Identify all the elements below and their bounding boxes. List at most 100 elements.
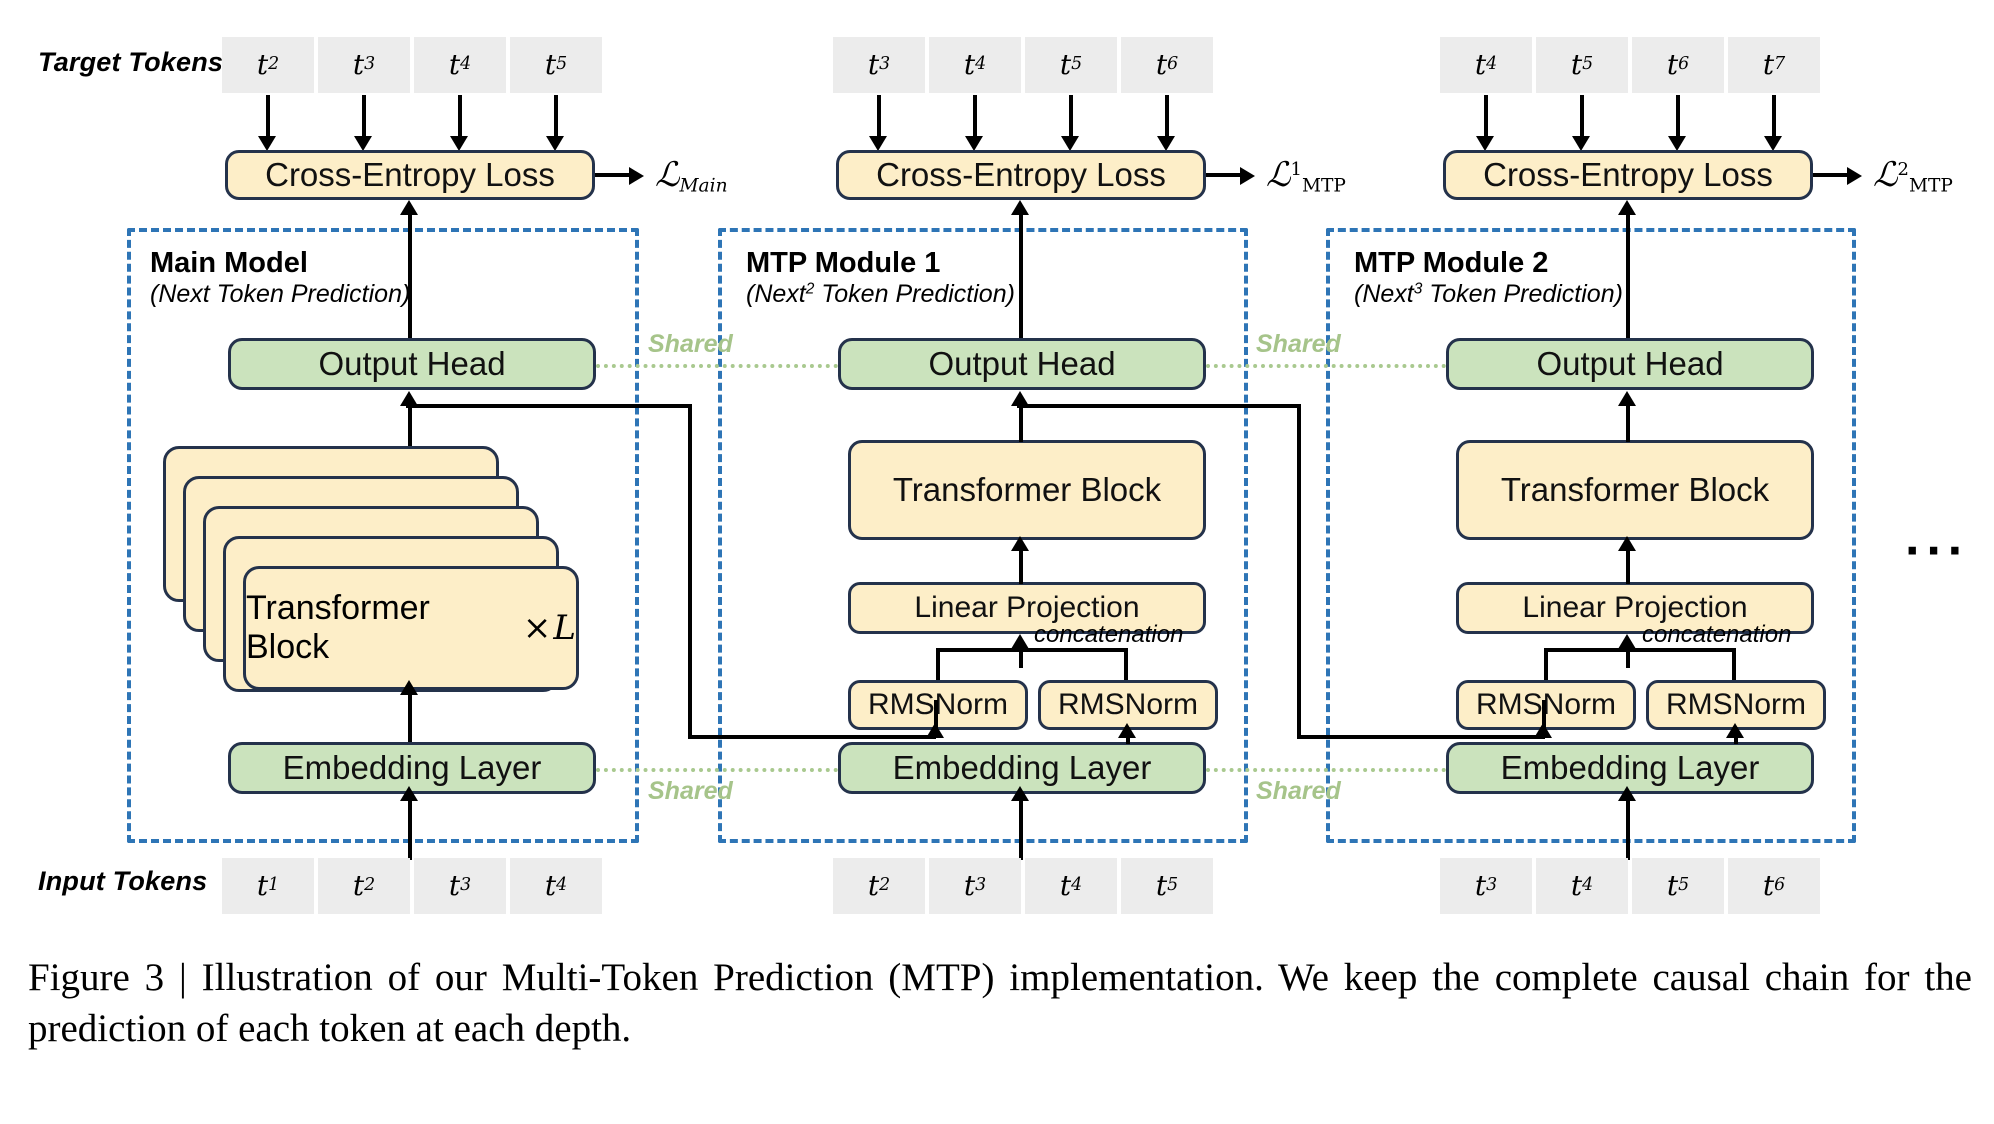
concat-bar-line — [936, 648, 1128, 652]
shared-link-output-head-2 — [1206, 364, 1446, 368]
outputhead-to-loss-head — [1011, 200, 1029, 215]
module-subtitle: (Next2 Token Prediction) — [746, 280, 1015, 309]
target-arrow-line — [458, 95, 462, 138]
cross-entropy-loss-main[interactable]: Cross-Entropy Loss — [225, 150, 595, 200]
target-arrow-line — [1069, 95, 1073, 138]
transformer-stack-main: Transformer Block × L — [163, 446, 583, 692]
input-to-embedding-head — [400, 786, 418, 801]
target-arrow-line — [266, 95, 270, 138]
loss-label-mtp2: ℒ2MTP — [1873, 155, 1953, 197]
target-arrow-line — [1484, 95, 1488, 138]
target-tokens-row-label: Target Tokens — [38, 47, 224, 77]
output-head-main[interactable]: Output Head — [228, 338, 596, 390]
loss-arrow-line — [1206, 173, 1242, 177]
linear-projection-mtp1[interactable]: Linear Projection — [848, 582, 1206, 634]
loss-label-mtp1: ℒ1MTP — [1266, 155, 1346, 197]
target-arrow-head — [450, 136, 468, 151]
route-main-top-horizontal — [406, 404, 692, 408]
frame-mtp-module-1 — [718, 228, 1248, 843]
frame-mtp-module-2 — [1326, 228, 1856, 843]
target-arrow-head — [354, 136, 372, 151]
stack-to-outputhead-line — [408, 406, 412, 446]
shared-label-output-head-1: Shared — [648, 330, 733, 358]
route-mtp1-top-horizontal — [1017, 404, 1301, 408]
target-arrow-head — [1061, 136, 1079, 151]
transformer-block-label: Transformer Block — [246, 589, 430, 666]
target-arrow-line — [362, 95, 366, 138]
concat-bar-line — [1544, 648, 1736, 652]
shared-link-embedding-1 — [596, 768, 838, 772]
loss-arrow-line — [1813, 173, 1849, 177]
transformer-to-outputhead-head — [1011, 391, 1029, 406]
input-to-embedding-head — [1618, 786, 1636, 801]
loss-label-main: ℒMain — [655, 155, 728, 197]
outputhead-to-loss-head — [1618, 200, 1636, 215]
target-arrow-head — [1476, 136, 1494, 151]
shared-label-embedding-2: Shared — [1256, 777, 1341, 805]
stack-to-outputhead-head — [400, 391, 418, 406]
target-arrow-line — [1580, 95, 1584, 138]
embedding-to-rmsnorm-line — [1734, 736, 1738, 744]
target-arrow-head — [1572, 136, 1590, 151]
transformer-block-mtp1[interactable]: Transformer Block — [848, 440, 1206, 540]
transformer-to-outputhead-line — [1626, 406, 1630, 442]
loss-arrow-line — [595, 173, 631, 177]
embedding-to-stack-head — [400, 680, 418, 695]
linearproj-to-transformer-line — [1626, 550, 1630, 584]
transformer-block-mtp2[interactable]: Transformer Block — [1456, 440, 1814, 540]
route-main-vertical — [688, 404, 692, 739]
route-main-bottom-horizontal — [688, 735, 936, 739]
target-arrow-head — [869, 136, 887, 151]
target-arrow-line — [554, 95, 558, 138]
concat-branch-left — [1544, 648, 1548, 680]
frame-main-model — [127, 228, 639, 843]
rmsnorm-left-mtp2[interactable]: RMSNorm — [1456, 680, 1636, 730]
concat-branch-right — [1732, 648, 1736, 680]
target-arrow-line — [1772, 95, 1776, 138]
module-title: Main Model — [150, 247, 308, 279]
route-mtp1-arrowhead — [1534, 723, 1552, 738]
target-arrow-line — [1676, 95, 1680, 138]
concat-stem-head — [1618, 634, 1636, 649]
concatenation-label-mtp2: concatenation — [1642, 621, 1792, 648]
module-subtitle: (Next3 Token Prediction) — [1354, 280, 1623, 309]
cross-entropy-loss-mtp1[interactable]: Cross-Entropy Loss — [836, 150, 1206, 200]
linearproj-to-transformer-head — [1011, 536, 1029, 551]
embedding-layer-mtp2[interactable]: Embedding Layer — [1446, 742, 1814, 794]
cross-entropy-loss-mtp2[interactable]: Cross-Entropy Loss — [1443, 150, 1813, 200]
output-head-mtp2[interactable]: Output Head — [1446, 338, 1814, 390]
layer-count-symbol: L — [553, 608, 576, 648]
embedding-to-rmsnorm-head — [1118, 723, 1136, 738]
output-head-mtp1[interactable]: Output Head — [838, 338, 1206, 390]
linear-projection-mtp2[interactable]: Linear Projection — [1456, 582, 1814, 634]
rmsnorm-right-mtp1[interactable]: RMSNorm — [1038, 680, 1218, 730]
target-arrow-line — [877, 95, 881, 138]
input-to-embedding-line — [408, 800, 412, 860]
embedding-layer-mtp1[interactable]: Embedding Layer — [838, 742, 1206, 794]
frame-title-mtp-module-1: MTP Module 1 (Next2 Token Prediction) — [746, 247, 1015, 309]
transformer-block-main[interactable]: Transformer Block × L — [243, 566, 579, 690]
target-arrow-head — [258, 136, 276, 151]
shared-label-embedding-1: Shared — [648, 777, 733, 805]
embedding-layer-main[interactable]: Embedding Layer — [228, 742, 596, 794]
